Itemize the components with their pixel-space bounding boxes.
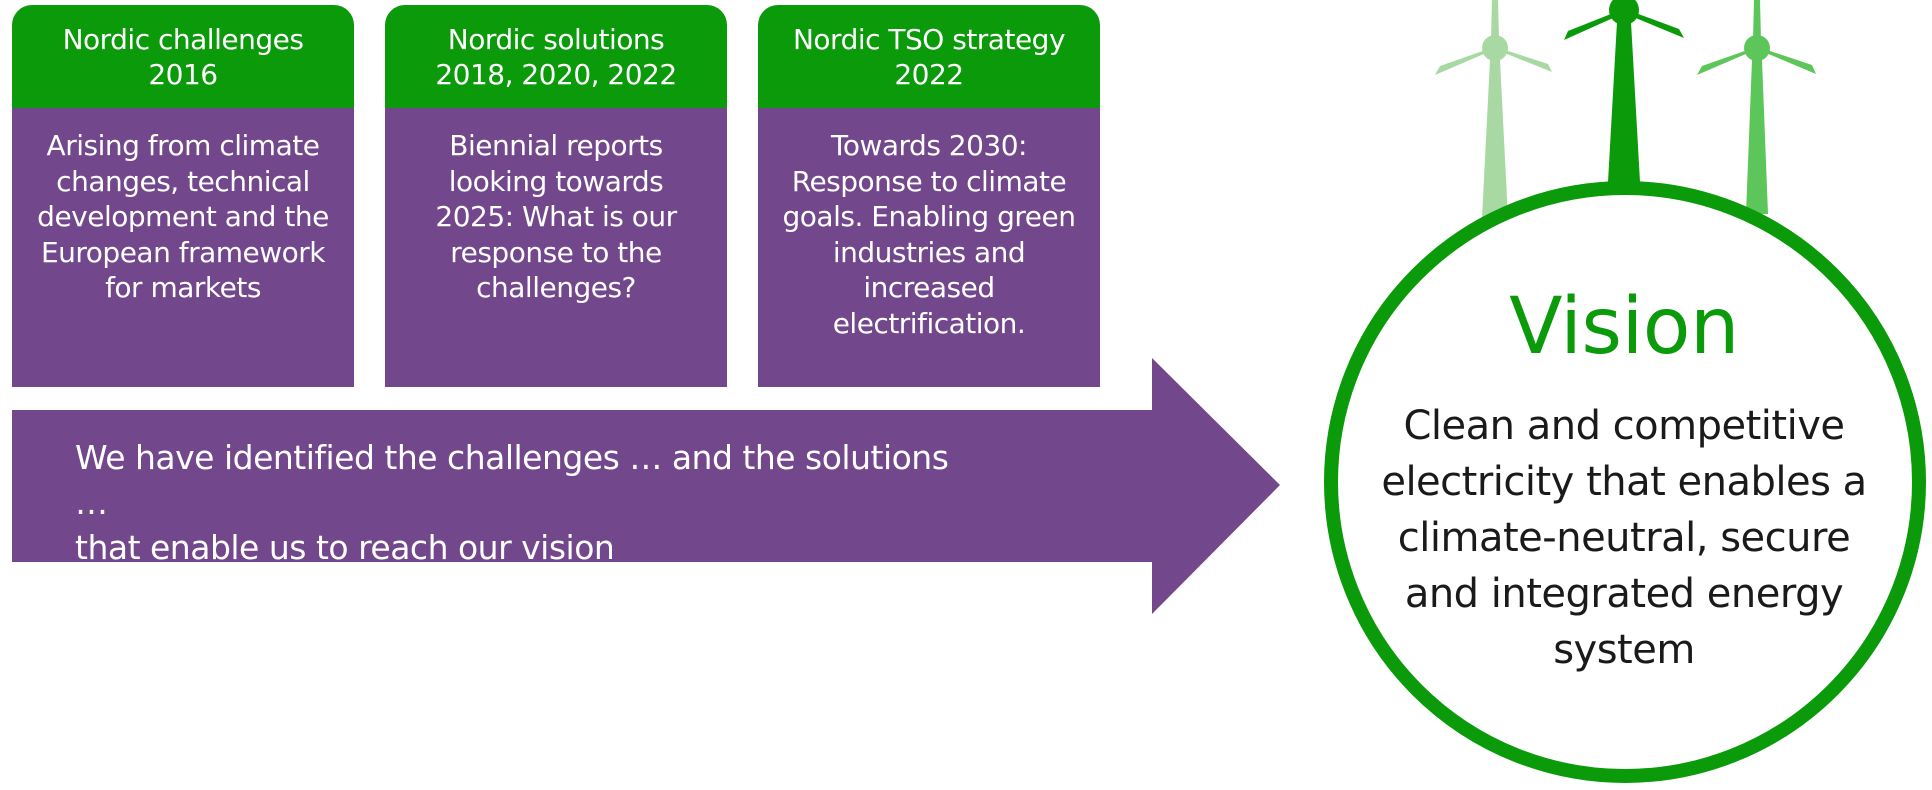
card-body: Biennial reports looking towards 2025: W… <box>385 108 727 387</box>
card-header: Nordic solutions 2018, 2020, 2022 <box>385 5 727 108</box>
card-title: Nordic solutions 2018, 2020, 2022 <box>435 22 677 91</box>
vision-title: Vision <box>1509 282 1739 372</box>
arrow-text: We have identified the challenges … and … <box>75 438 949 567</box>
card-body: Towards 2030: Response to climate goals.… <box>758 108 1100 387</box>
card-nordic-tso-strategy: Nordic TSO strategy 2022 Towards 2030: R… <box>758 5 1100 387</box>
card-title: Nordic TSO strategy 2022 <box>792 22 1066 91</box>
wind-turbine-right <box>1697 0 1816 214</box>
vision-circle <box>1324 181 1926 783</box>
card-nordic-challenges: Nordic challenges 2016 Arising from clim… <box>12 5 354 387</box>
vision-text: Clean and competitive electricity that e… <box>1381 403 1867 673</box>
card-body: Arising from climate changes, technical … <box>12 108 354 387</box>
wind-turbine-left <box>1435 0 1552 218</box>
card-title: Nordic challenges 2016 <box>62 22 304 91</box>
wind-turbine-center <box>1564 0 1684 182</box>
card-nordic-solutions: Nordic solutions 2018, 2020, 2022 Bienni… <box>385 5 727 387</box>
card-header: Nordic TSO strategy 2022 <box>758 5 1100 108</box>
big-arrow <box>12 358 1280 614</box>
card-header: Nordic challenges 2016 <box>12 5 354 108</box>
